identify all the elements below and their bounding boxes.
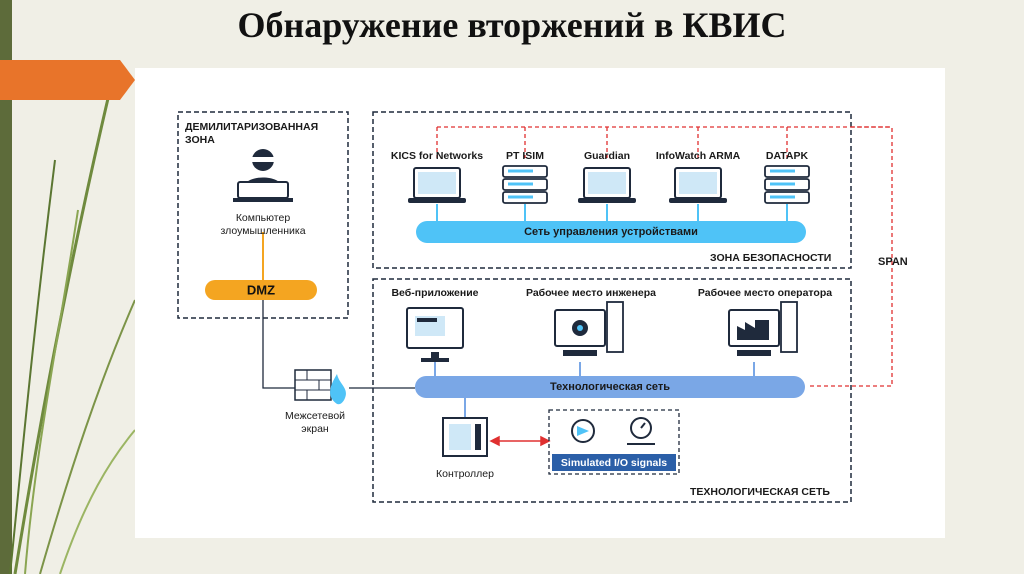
- operator-workstation-icon: [728, 301, 798, 356]
- gauge-icon: [627, 417, 655, 445]
- span-label: SPAN: [878, 256, 908, 268]
- valve-icon: [571, 419, 595, 443]
- engineer-workstation-icon: [554, 301, 624, 356]
- firewall-icon: [294, 369, 346, 405]
- device-label: DATAPK: [765, 150, 809, 162]
- security-zone-title: ЗОНА БЕЗОПАСНОСТИ: [710, 252, 832, 264]
- web-app-monitor-icon: [406, 307, 464, 362]
- dmz-bar: [205, 280, 317, 300]
- controller-label: Контроллер: [436, 468, 494, 480]
- decorative-grass: [9, 89, 136, 574]
- server-icon: [764, 165, 810, 204]
- controller-icon: [442, 417, 488, 457]
- tech-network-bus: [415, 376, 805, 398]
- slide-title: Обнаружение вторжений в КВИС: [237, 5, 787, 45]
- dmz-label: DMZ: [246, 282, 276, 298]
- laptop-icon: [669, 167, 727, 203]
- tech-zone-title: ТЕХНОЛОГИЧЕСКАЯ СЕТЬ: [690, 486, 830, 498]
- dmz-zone-title-line1: ДЕМИЛИТАРИЗОВАННАЯ: [185, 121, 319, 133]
- workstation-label: Веб-приложение: [391, 287, 479, 299]
- laptop-icon: [408, 167, 466, 203]
- device-label: Guardian: [583, 150, 631, 162]
- attacker-label-line2: злоумышленника: [220, 225, 306, 237]
- attacker-icon: [233, 149, 293, 202]
- attacker-label-line1: Компьютер: [235, 212, 291, 224]
- simulated-io-frame: [548, 409, 680, 475]
- device-label: PT ISIM: [506, 150, 544, 162]
- device-network-bus: [416, 221, 806, 243]
- tech-zone-frame: [372, 278, 852, 503]
- security-zone-frame: [372, 111, 852, 269]
- workstation-label: Рабочее место оператора: [697, 287, 833, 299]
- decorative-side-strip: [0, 0, 12, 574]
- laptop-icon: [578, 167, 636, 203]
- device-label: KICS for Networks: [390, 150, 484, 162]
- simulated-io-bar: [552, 454, 676, 471]
- firewall-label-line1: Межсетевой: [284, 410, 346, 422]
- firewall-label-line2: экран: [301, 423, 329, 435]
- orange-accent-tab: [0, 60, 135, 100]
- workstation-label: Рабочее место инженера: [525, 287, 657, 299]
- server-icon: [502, 165, 548, 204]
- bidirectional-arrow: [489, 435, 551, 447]
- network-diagram: [177, 111, 893, 503]
- span-lines: [436, 126, 893, 387]
- dmz-zone-title-line2: ЗОНА: [185, 134, 215, 146]
- device-network-bus-label: Сеть управления устройствами: [524, 226, 698, 238]
- diagram-panel: ДЕМИЛИТАРИЗОВАННАЯ ЗОНА Компьютер злоумы…: [135, 68, 945, 538]
- tech-network-bus-label: Технологическая сеть: [549, 381, 671, 393]
- simulated-io-label: Simulated I/O signals: [560, 457, 668, 469]
- device-label: InfoWatch ARMA: [655, 150, 741, 162]
